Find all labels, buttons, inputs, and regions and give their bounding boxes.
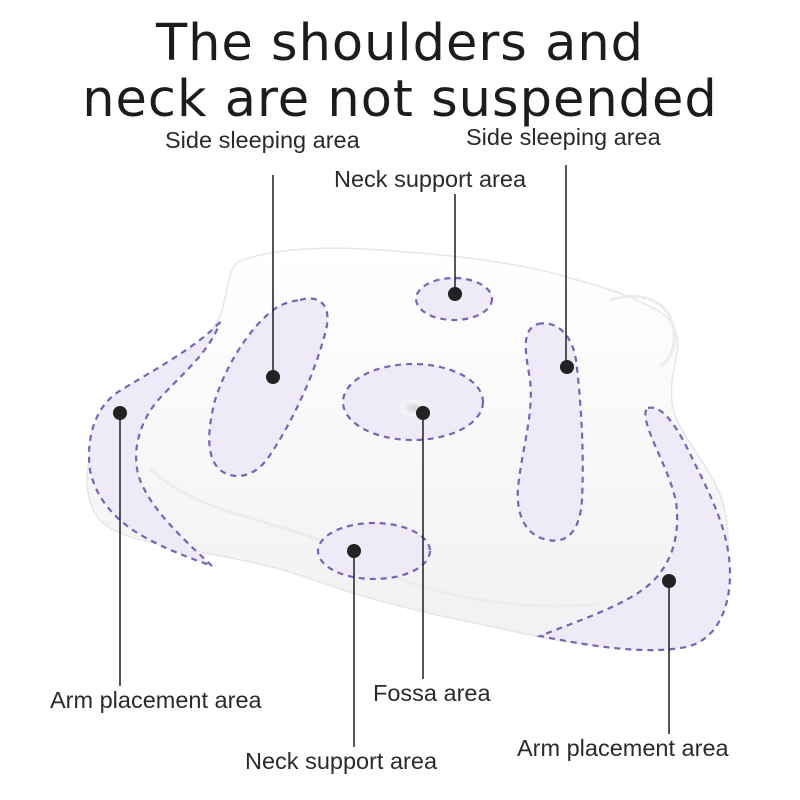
marker-side-left <box>266 370 280 384</box>
headline-line-1: The shoulders and <box>155 14 645 73</box>
label-arm-placement-left: Arm placement area <box>50 687 262 713</box>
pillow-right-bump <box>609 294 676 368</box>
marker-arm-right <box>662 574 676 588</box>
label-neck-support-bottom: Neck support area <box>245 748 438 774</box>
label-side-sleeping-right: Side sleeping area <box>466 124 661 150</box>
label-arm-placement-right: Arm placement area <box>517 735 729 761</box>
zone-arm-right <box>536 406 732 652</box>
marker-neck-bottom <box>347 544 361 558</box>
zone-neck-bottom <box>316 521 432 581</box>
marker-neck-top <box>448 287 462 301</box>
pillow-body <box>86 247 729 647</box>
zone-side-left <box>208 297 329 478</box>
zone-arm-left <box>87 321 222 568</box>
headline-line-2: neck are not suspended <box>82 70 718 129</box>
label-fossa: Fossa area <box>373 680 491 706</box>
zone-side-right <box>516 322 584 542</box>
marker-side-right <box>560 360 574 374</box>
marker-fossa <box>416 406 430 420</box>
label-neck-support-top: Neck support area <box>334 166 527 192</box>
label-side-sleeping-left: Side sleeping area <box>165 127 360 153</box>
marker-arm-left <box>113 406 127 420</box>
